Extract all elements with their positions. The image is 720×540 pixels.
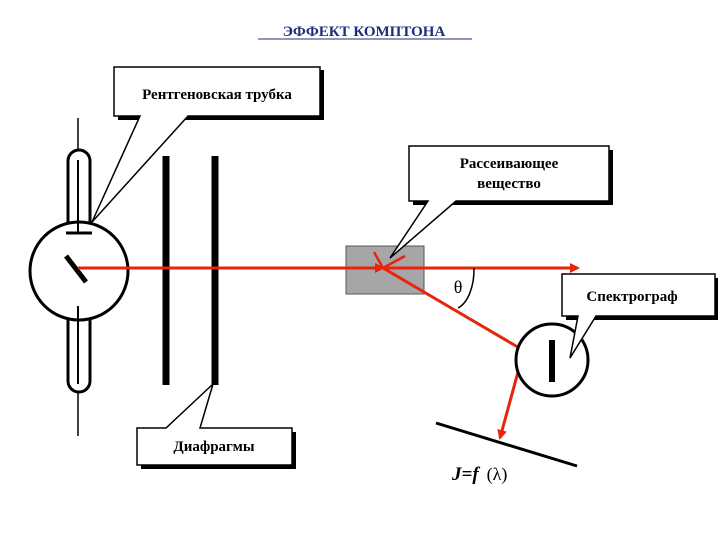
callout-box [561,273,716,359]
theta-label: θ [454,277,463,297]
formula-main: J=f [451,464,480,485]
callout-box [136,381,293,466]
scatter-ray-1 [382,254,406,270]
callout-spectrograph: Спектрограф [561,273,718,359]
scatter-ray-2 [372,251,385,269]
callout-box [91,66,321,223]
detector-plate [435,421,578,468]
intensity-formula: J=f (λ) [451,464,507,485]
callout-diaphragms: Диафрагмы [136,381,296,469]
xray-tube-label: Рентгеновская трубка [142,87,292,103]
page-title: ЭФФЕКТ КОМПТОНА [283,24,446,40]
callout-scatterer: Рассеивающее вещество [389,145,613,259]
anode-target [64,254,88,284]
xray-tube [28,118,130,436]
callout-box [389,145,610,259]
callout-xray-tube: Рентгеновская трубка [91,66,324,223]
scatterer-label-line2: вещество [477,176,541,192]
formula-argument: (λ) [487,464,508,485]
diaphragms-label: Диафрагмы [173,439,255,455]
scatter-ray-3 [382,266,405,282]
theta-arc [457,267,475,309]
scatterer-label-line1: Рассеивающее [460,156,559,172]
spectrograph-label: Спектрограф [586,289,677,305]
